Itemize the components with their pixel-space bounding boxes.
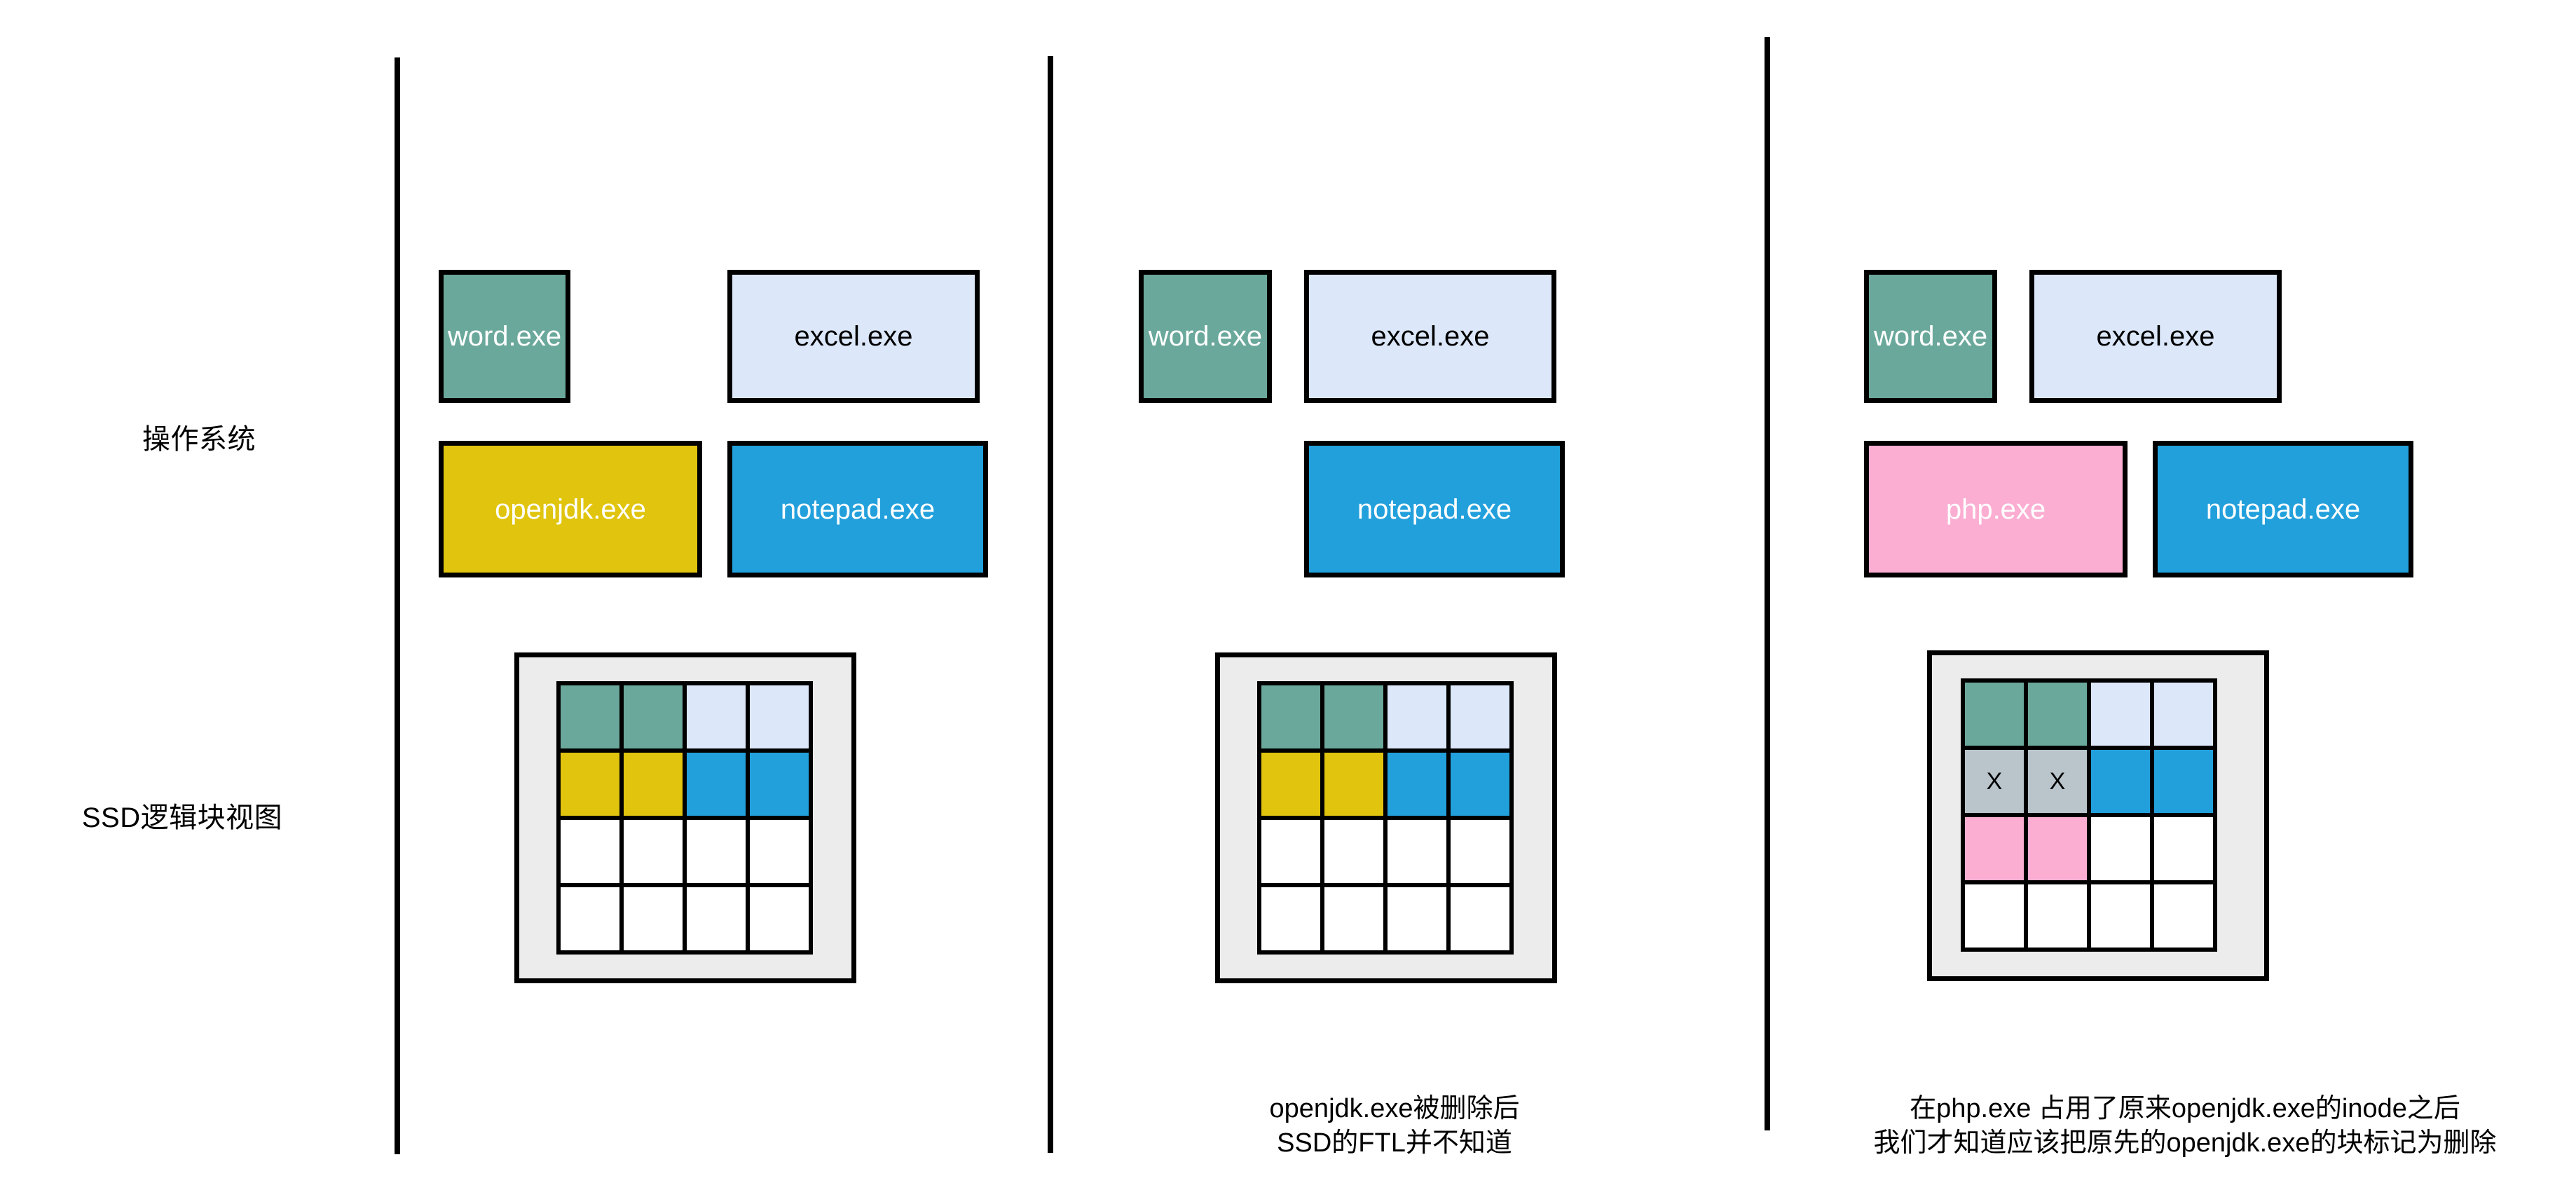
- ssd-block-cell[interactable]: [561, 753, 619, 816]
- ssd-block-cell[interactable]: [1261, 887, 1320, 950]
- file-box-label: word.exe: [447, 321, 562, 352]
- ssd-block-cell[interactable]: [687, 887, 746, 950]
- ssd-block-cell[interactable]: [2091, 884, 2150, 948]
- file-box-label: php.exe: [1945, 493, 2046, 525]
- ssd-block-cell[interactable]: [1388, 887, 1446, 950]
- ssd-block-cell[interactable]: [2091, 750, 2150, 813]
- file-box-label: excel.exe: [1371, 321, 1490, 352]
- file-box-label: openjdk.exe: [495, 493, 646, 525]
- ssd-block-cell[interactable]: [561, 820, 619, 883]
- ssd-block-cell[interactable]: [750, 753, 809, 816]
- file-box-notepad-exe[interactable]: notepad.exe: [2153, 441, 2413, 577]
- column-divider-1: [395, 57, 400, 1154]
- ssd-block-cell[interactable]: [2028, 683, 2087, 746]
- ssd-block-grid: [556, 681, 813, 955]
- deleted-mark-icon: X: [1986, 768, 2003, 795]
- ssd-block-cell[interactable]: [624, 820, 683, 883]
- ssd-block-cell[interactable]: [1451, 685, 1509, 748]
- file-box-word-exe[interactable]: word.exe: [1139, 270, 1272, 403]
- ssd-block-cell[interactable]: [1388, 685, 1446, 748]
- ssd-block-cell[interactable]: X: [1965, 750, 2024, 813]
- ssd-block-cell[interactable]: [2028, 884, 2087, 948]
- file-box-word-exe[interactable]: word.exe: [1864, 270, 1997, 403]
- file-box-notepad-exe[interactable]: notepad.exe: [727, 441, 988, 577]
- ssd-block-cell[interactable]: [1324, 685, 1383, 748]
- ssd-block-grid: [1257, 681, 1514, 955]
- column-caption: 在php.exe 占用了原来openjdk.exe的inode之后 我们才知道应…: [1873, 1094, 2497, 1158]
- file-box-word-exe[interactable]: word.exe: [439, 270, 570, 403]
- ssd-block-cell[interactable]: [1261, 685, 1320, 748]
- ssd-block-cell[interactable]: [2091, 817, 2150, 880]
- column-divider-2: [1048, 56, 1053, 1153]
- ssd-block-cell[interactable]: [687, 685, 746, 748]
- ssd-block-cell[interactable]: [561, 887, 619, 950]
- column-caption: openjdk.exe被删除后 SSD的FTL并不知道: [1269, 1094, 1520, 1158]
- file-box-label: excel.exe: [2096, 321, 2215, 352]
- ssd-block-cell[interactable]: [1261, 820, 1320, 883]
- ssd-block-cell[interactable]: [624, 753, 683, 816]
- ssd-row-label: SSD逻辑块视图: [81, 802, 283, 833]
- ssd-block-cell[interactable]: [2154, 817, 2213, 880]
- file-box-notepad-exe[interactable]: notepad.exe: [1304, 441, 1565, 577]
- ssd-block-cell[interactable]: [1451, 753, 1509, 816]
- ssd-block-cell[interactable]: [2154, 884, 2213, 948]
- file-box-excel-exe[interactable]: excel.exe: [2029, 270, 2282, 403]
- ssd-block-cell[interactable]: [1261, 753, 1320, 816]
- file-box-label: notepad.exe: [1357, 493, 1512, 525]
- ssd-block-cell[interactable]: [1324, 820, 1383, 883]
- ssd-block-cell[interactable]: [1451, 887, 1509, 950]
- ssd-block-cell[interactable]: [1324, 887, 1383, 950]
- ssd-block-cell[interactable]: [624, 887, 683, 950]
- ssd-block-cell[interactable]: [1965, 884, 2024, 948]
- file-box-label: word.exe: [1148, 321, 1263, 352]
- ssd-block-cell[interactable]: [2154, 750, 2213, 813]
- ssd-block-cell[interactable]: [750, 887, 809, 950]
- ssd-block-cell[interactable]: [687, 820, 746, 883]
- file-box-label: excel.exe: [794, 321, 913, 352]
- ssd-block-cell[interactable]: [1965, 683, 2024, 746]
- ssd-block-cell[interactable]: [750, 685, 809, 748]
- file-box-excel-exe[interactable]: excel.exe: [727, 270, 980, 403]
- ssd-block-cell[interactable]: [1388, 820, 1446, 883]
- ssd-block-cell[interactable]: [1324, 753, 1383, 816]
- file-box-openjdk-exe[interactable]: openjdk.exe: [439, 441, 702, 577]
- ssd-block-cell[interactable]: [2028, 817, 2087, 880]
- ssd-block-cell[interactable]: [1388, 753, 1446, 816]
- ssd-block-cell[interactable]: [750, 820, 809, 883]
- deleted-mark-icon: X: [2049, 768, 2066, 795]
- ssd-block-cell[interactable]: X: [2028, 750, 2087, 813]
- ssd-block-cell[interactable]: [2091, 683, 2150, 746]
- file-box-label: word.exe: [1873, 321, 1988, 352]
- ssd-block-cell[interactable]: [2154, 683, 2213, 746]
- file-box-label: notepad.exe: [780, 493, 936, 525]
- file-box-excel-exe[interactable]: excel.exe: [1304, 270, 1556, 403]
- ssd-block-cell[interactable]: [687, 753, 746, 816]
- ssd-block-cell[interactable]: [1965, 817, 2024, 880]
- file-box-label: notepad.exe: [2205, 493, 2361, 525]
- ssd-block-cell[interactable]: [1451, 820, 1509, 883]
- file-box-php-exe[interactable]: php.exe: [1864, 441, 2128, 577]
- os-row-label: 操作系统: [142, 424, 256, 455]
- column-divider-3: [1765, 37, 1770, 1130]
- ssd-block-cell[interactable]: [624, 685, 683, 748]
- ssd-block-cell[interactable]: [561, 685, 619, 748]
